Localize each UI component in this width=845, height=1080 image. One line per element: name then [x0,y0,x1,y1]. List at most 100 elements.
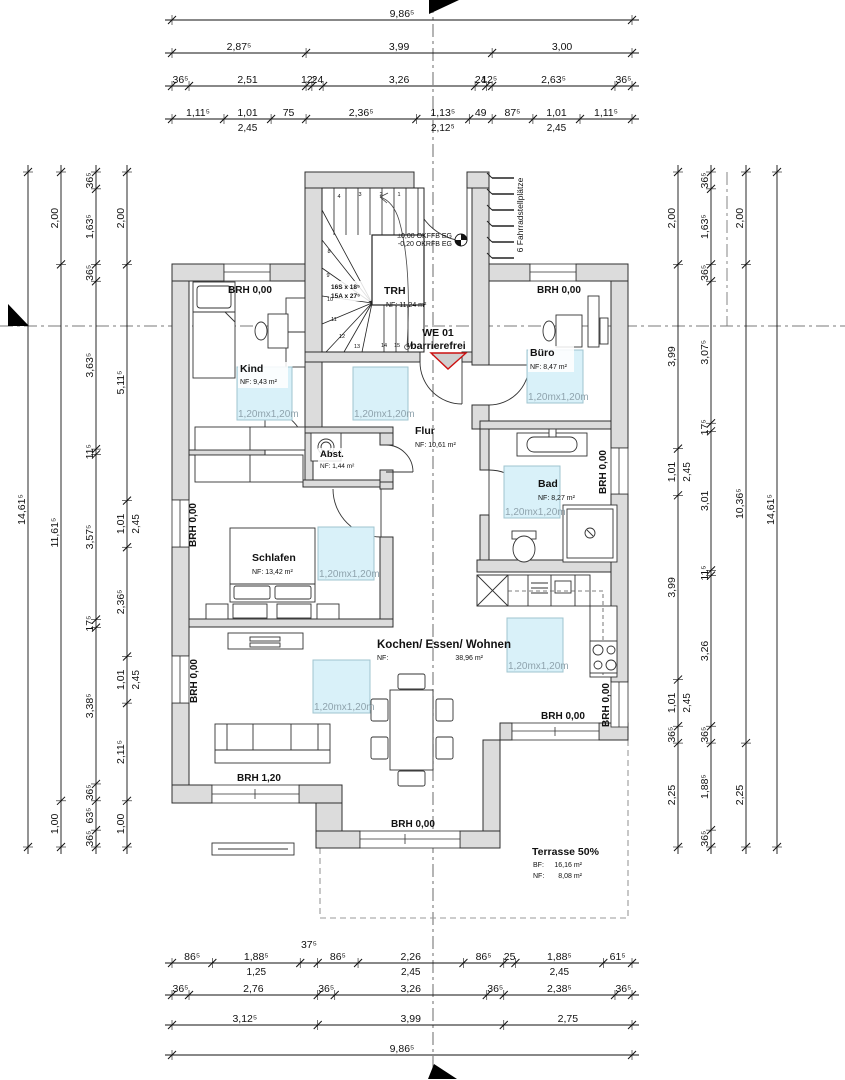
dim-label: 1,13⁵ [430,107,455,119]
dim-label: 36⁵ [172,983,188,995]
dim-label: 36⁵ [84,831,96,847]
window-bay-south [359,830,461,849]
bike-rack [486,204,514,211]
stair-number: 13 [354,344,360,350]
dimension-chain-bottom-row-4: 9,86⁵ [165,1043,639,1060]
dim-label: 2,36⁵ [349,107,374,119]
dining-table [370,673,454,787]
dim-label: 63⁵ [84,807,96,823]
window-essen-south [511,722,600,741]
dim-label: 17⁵ [699,419,711,435]
dim-label: 1,00 [49,814,61,835]
bike-rack [486,220,514,227]
turning-circle-wohnen: 1,20mx1,20m [312,659,375,714]
dim-label: 1,01 [115,669,127,690]
dim-label: 1,01 [666,693,678,714]
dim-sublabel: 2,45 [682,462,693,482]
dim-sublabel: 1,25 [247,967,267,978]
wardrobe-schlafen [194,454,304,483]
stair-well [371,234,425,306]
stair-number: 2 [379,192,382,198]
dim-label: 10,36⁵ [734,488,746,519]
room-name-wohnen: Kochen/ Essen/ Wohnen [377,639,511,651]
window-kind-north [223,263,271,282]
dim-label: 1,00 [115,814,127,835]
dim-label: 24 [475,74,487,86]
dim-label: 36⁵ [84,784,96,800]
stair-number: 12 [339,334,345,340]
nightstands [205,603,340,620]
stair-number: 1 [397,192,400,198]
dim-label: 36⁵ [699,265,711,281]
dim-label: 36⁵ [615,983,631,995]
dim-sublabel: 2,45 [131,514,142,534]
dim-label: 49 [475,107,487,119]
dimension-chain-left-col-1: 14,61⁵ [16,165,33,854]
dim-label: 1,88⁵ [699,774,711,799]
turning-circle-bad: 1,20mx1,20m [503,465,566,519]
dim-label: 1,63⁵ [84,214,96,239]
stair-number: 10 [327,297,333,303]
dimension-chain-left-col-3: 36⁵1,63⁵36⁵3,63⁵11⁵3,57⁵17⁵3,38⁵36⁵63⁵36… [84,165,101,854]
dim-label: 3,99 [389,41,410,53]
dim-label: 1,01 [666,462,678,483]
dim-label: 3,12⁵ [232,1013,257,1025]
brh-label-buero: BRH 0,00 [537,285,581,296]
bike-rack [486,252,514,259]
dim-label: 75 [283,107,295,119]
terrasse-nf-value: 8,08 m² [558,873,582,880]
dim-label: 12⁵ [481,74,497,86]
dim-label: 2,00 [734,208,746,229]
dim-label: 2,38⁵ [547,983,572,995]
dim-label: 36⁵ [666,727,678,743]
barrierefrei-label: barrierefrei [410,340,466,352]
apartment-door-we01 [419,361,463,405]
room-area-trh: NF: 11,24 m² [386,302,427,309]
dim-label: 5,11⁵ [115,370,127,394]
brh-label-bad-east: BRH 0,00 [598,450,609,494]
room-name-bad: Bad [538,478,558,490]
dim-label: 2,51 [237,74,258,86]
outdoor-bench [211,842,295,856]
stair-walk-line [379,196,409,348]
turning-circle-kueche: 1,20mx1,20m [506,617,569,673]
dim-label: 3,26 [699,641,711,662]
room-name-flur: Flur [415,425,435,437]
stair-number: 3 [358,192,361,198]
bike-rack [486,188,514,195]
dim-label: 2,11⁵ [115,740,127,764]
dim-label: 36⁵ [84,265,96,281]
brh-label-wohnen-west: BRH 0,00 [189,659,200,703]
section-arrow-bottom [428,1064,457,1079]
brh-label-schlafen-west: BRH 0,00 [188,503,199,547]
dim-label: 1,01 [546,107,567,119]
we01-label: WE 01 [422,327,454,339]
svg-text:1,20mx1,20m: 1,20mx1,20m [314,702,375,713]
terrace-outline [319,740,629,919]
dim-label: 3,00 [552,41,573,53]
dim-label: 2,63⁵ [541,74,566,86]
dim-label: 14,61⁵ [16,494,28,525]
dim-label: 14,61⁵ [765,494,777,525]
room-area-schlafen: NF: 13,42 m² [252,569,294,576]
dim-label: 2,00 [115,208,127,229]
dim-label: 17⁵ [84,616,96,632]
level-okffb-label: ±0,00 OKFFB EG [397,233,452,240]
brh-label-bay: BRH 0,00 [391,819,435,830]
room-area-buero: NF: 8,47 m² [530,364,568,371]
dim-label: 1,88⁵ [547,951,572,963]
dim-label: 3,01 [699,490,711,511]
desk-buero [542,314,583,348]
stair-number: 16 [407,343,413,349]
dim-label: 2,25 [666,785,678,806]
dimension-chain-top-row-1: 9,86⁵ [165,8,639,25]
dim-label: 3,26 [389,74,410,86]
dim-label: 2,87⁵ [227,41,252,53]
sofa [214,723,331,764]
